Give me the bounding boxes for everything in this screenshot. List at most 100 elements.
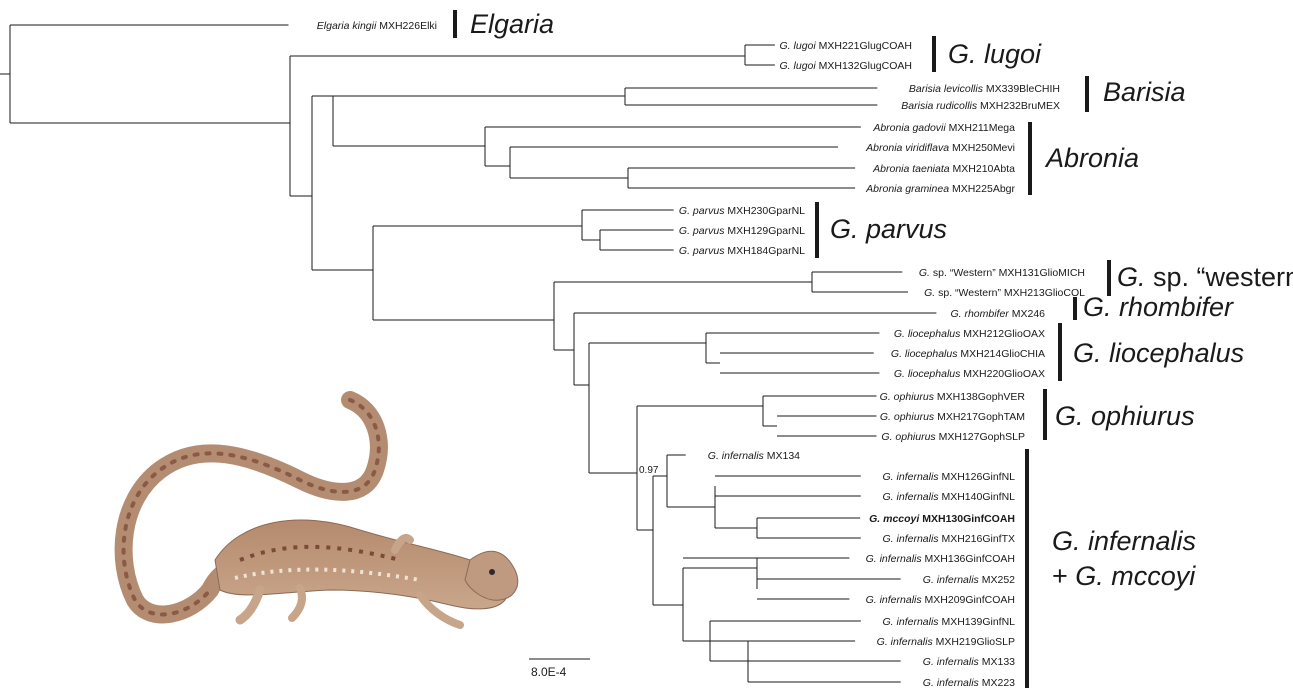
clade-bar — [1085, 76, 1089, 112]
clade-label: G. rhombifer — [1083, 292, 1234, 322]
clade-bar — [1107, 260, 1111, 296]
tip-label-taxon: Barisia rudicollis — [901, 100, 978, 112]
clade-bar — [1025, 449, 1029, 688]
tip-label-specimen: MXH250Mevi — [949, 142, 1015, 154]
tip-label-specimen: MXH132GlugCOAH — [816, 60, 912, 72]
clade-label-rest: G. mccoyi — [1075, 561, 1196, 591]
tip-label-taxon: Abronia gadovii — [872, 122, 946, 134]
clade-bar — [1058, 323, 1062, 381]
tip-label: Barisia levicollis MX339BleCHIH — [909, 83, 1060, 95]
tip-label-taxon: Abronia graminea — [865, 183, 949, 195]
clade-label: Elgaria — [470, 9, 554, 39]
clade-bar — [1043, 389, 1047, 440]
tip-label: G. parvus MXH230GparNL — [679, 205, 805, 217]
tip-label-taxon: G. infernalis — [923, 574, 980, 586]
clade-label: G. sp. “western” — [1117, 262, 1293, 292]
tip-label: G. sp. “Western” MXH131GlioMICH — [919, 267, 1085, 279]
tip-label: Abronia taeniata MXH210Abta — [872, 163, 1015, 175]
clade-bar — [1073, 297, 1077, 320]
tip-label-taxon: G. parvus — [679, 245, 725, 257]
tip-label-specimen: MXH130GinfCOAH — [919, 513, 1015, 525]
tip-label-taxon: G. infernalis — [923, 656, 980, 668]
tip-label-specimen: MXH212GlioOAX — [960, 328, 1045, 340]
tip-label-specimen: MXH126GinfNL — [939, 471, 1016, 483]
tip-label: G. infernalis MXH126GinfNL — [883, 471, 1016, 483]
tip-label: G. liocephalus MXH212GlioOAX — [894, 328, 1045, 340]
tip-label-taxon: G. — [919, 267, 930, 279]
tip-label: G. sp. “Western” MXH213GlioCOL — [924, 287, 1085, 299]
tip-label-specimen: MXH210Abta — [950, 163, 1016, 175]
clade-label: + G. mccoyi — [1052, 561, 1196, 591]
tip-label-specimen: MXH219GlioSLP — [933, 636, 1015, 648]
tip-label-taxon: G. liocephalus — [894, 328, 961, 340]
tip-label: G. infernalis MXH136GinfCOAH — [866, 553, 1015, 565]
scale-bar: 8.0E-4 — [529, 659, 590, 679]
tip-label-specimen: sp. “Western” MXH213GlioCOL — [935, 287, 1085, 299]
tip-label-taxon: G. infernalis — [883, 616, 940, 628]
tip-label: G. infernalis MXH140GinfNL — [883, 491, 1016, 503]
tip-label-specimen: MXH138GophVER — [934, 391, 1025, 403]
tip-label: G. ophiurus MXH217GophTAM — [880, 411, 1025, 423]
tip-label: Abronia gadovii MXH211Mega — [872, 122, 1015, 134]
tip-label-specimen: MXH226Elki — [376, 20, 437, 32]
tip-label-taxon: G. ophiurus — [880, 391, 935, 403]
tip-label: G. mccoyi MXH130GinfCOAH — [869, 513, 1015, 525]
tip-label-taxon: G. lugoi — [780, 60, 817, 72]
tip-label-taxon: G. infernalis — [708, 450, 765, 462]
tip-label: G. infernalis MXH209GinfCOAH — [866, 594, 1015, 606]
tip-label-taxon: G. infernalis — [923, 677, 980, 688]
tip-label-specimen: MXH214GlioCHIA — [957, 348, 1045, 360]
tip-label-taxon: G. infernalis — [866, 594, 923, 606]
clade-bar — [1028, 122, 1032, 195]
tip-label: G. rhombifer MX246 — [950, 308, 1045, 320]
tip-label-taxon: Abronia taeniata — [872, 163, 950, 175]
clade-bar — [815, 202, 819, 258]
support-value-label: 0.97 — [639, 465, 659, 476]
scale-bar-label: 8.0E-4 — [531, 665, 567, 679]
clade-labels: ElgariaG. lugoiBarisiaAbroniaG. parvusG.… — [453, 9, 1293, 688]
tip-label-specimen: MXH140GinfNL — [939, 491, 1016, 503]
tip-label: Barisia rudicollis MXH232BruMEX — [901, 100, 1060, 112]
tip-label: G. parvus MXH129GparNL — [679, 225, 805, 237]
tip-label-taxon: G. rhombifer — [950, 308, 1009, 320]
tip-label-specimen: MXH184GparNL — [724, 245, 805, 257]
tip-label-specimen: MXH232BruMEX — [977, 100, 1060, 112]
clade-label: G. lugoi — [948, 39, 1042, 69]
tip-label-specimen: MXH217GophTAM — [934, 411, 1025, 423]
tip-label-specimen: MXH221GlugCOAH — [816, 40, 912, 52]
clade-label: G. parvus — [830, 214, 947, 244]
tip-label-taxon: G. infernalis — [866, 553, 923, 565]
clade-label: G. infernalis — [1052, 526, 1196, 556]
clade-label-genus: G. — [1117, 262, 1146, 292]
clade-label: Abronia — [1044, 143, 1139, 173]
clade-bar — [453, 10, 457, 38]
clade-label: G. liocephalus — [1073, 338, 1244, 368]
tip-label: G. infernalis MX252 — [923, 574, 1015, 586]
tip-label-taxon: G. parvus — [679, 225, 725, 237]
tip-label: Elgaria kingii MXH226Elki — [317, 20, 437, 32]
tip-label-specimen: MXH136GinfCOAH — [922, 553, 1015, 565]
tip-label-taxon: G. liocephalus — [891, 348, 958, 360]
tip-label-taxon: Elgaria kingii — [317, 20, 377, 32]
tip-label: G. infernalis MX223 — [923, 677, 1015, 688]
tip-label: G. infernalis MXH139GinfNL — [883, 616, 1016, 628]
tip-label-specimen: MXH230GparNL — [724, 205, 805, 217]
clade-bar — [932, 36, 936, 72]
tip-label-specimen: MXH225Abgr — [949, 183, 1015, 195]
tip-label: G. infernalis MX133 — [923, 656, 1015, 668]
tip-label-specimen: MXH216GinfTX — [939, 533, 1015, 545]
tip-label: G. ophiurus MXH127GophSLP — [881, 431, 1025, 443]
tip-label-specimen: MXH209GinfCOAH — [922, 594, 1015, 606]
tip-label-taxon: G. infernalis — [877, 636, 934, 648]
tip-label-specimen: MX339BleCHIH — [983, 83, 1060, 95]
tip-label: Abronia viridiflava MXH250Mevi — [865, 142, 1015, 154]
tip-label: G. ophiurus MXH138GophVER — [880, 391, 1026, 403]
tip-label-taxon: Abronia viridiflava — [865, 142, 949, 154]
tip-label-taxon: G. infernalis — [883, 533, 940, 545]
lizard-illustration — [124, 400, 518, 625]
tip-label: Abronia graminea MXH225Abgr — [865, 183, 1015, 195]
clade-label-rest: sp. “western” — [1146, 262, 1293, 292]
tip-label-taxon: G. infernalis — [883, 491, 940, 503]
